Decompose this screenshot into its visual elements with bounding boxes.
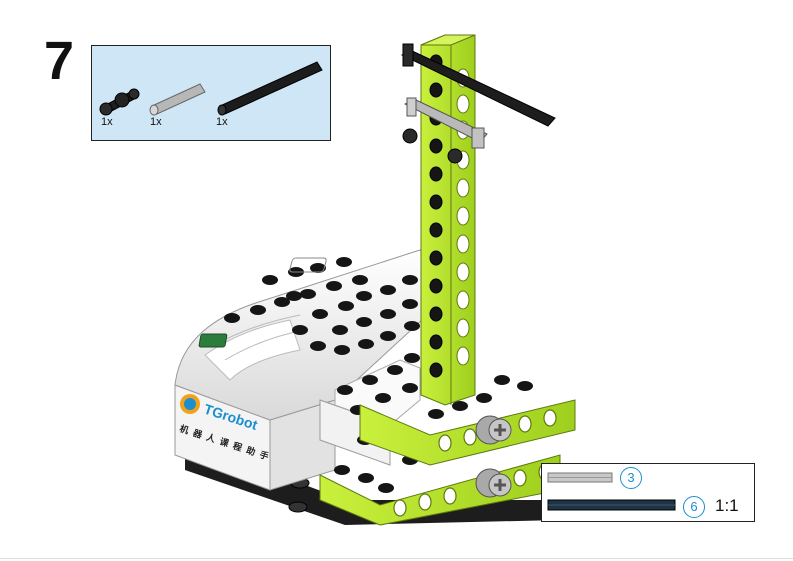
axle-length-3: 3 (620, 467, 642, 489)
part-qty-connector: 1x (101, 116, 113, 128)
bottom-divider (0, 558, 793, 559)
part-qty-grey-axle: 1x (150, 116, 162, 128)
parts-icons (99, 61, 323, 116)
connector-peg-icon (99, 88, 140, 116)
step-number: 7 (44, 31, 75, 91)
lime-base-beams (319, 375, 576, 526)
inserted-axles (400, 43, 556, 164)
vertical-lime-beam (420, 34, 476, 406)
grey-pin-connectors (475, 415, 512, 498)
parts-list: 1x 1x 1x (91, 45, 331, 141)
smart-hub (174, 249, 461, 491)
axle-length-6: 6 (683, 496, 705, 518)
grey-axle-icon (149, 83, 206, 116)
reference-axles (547, 472, 676, 511)
black-axle-icon (217, 61, 323, 116)
scale-label: 1:1 (715, 496, 739, 515)
part-qty-black-axle: 1x (216, 116, 228, 128)
axle-scale-reference: 3 6 1:1 (541, 463, 755, 522)
